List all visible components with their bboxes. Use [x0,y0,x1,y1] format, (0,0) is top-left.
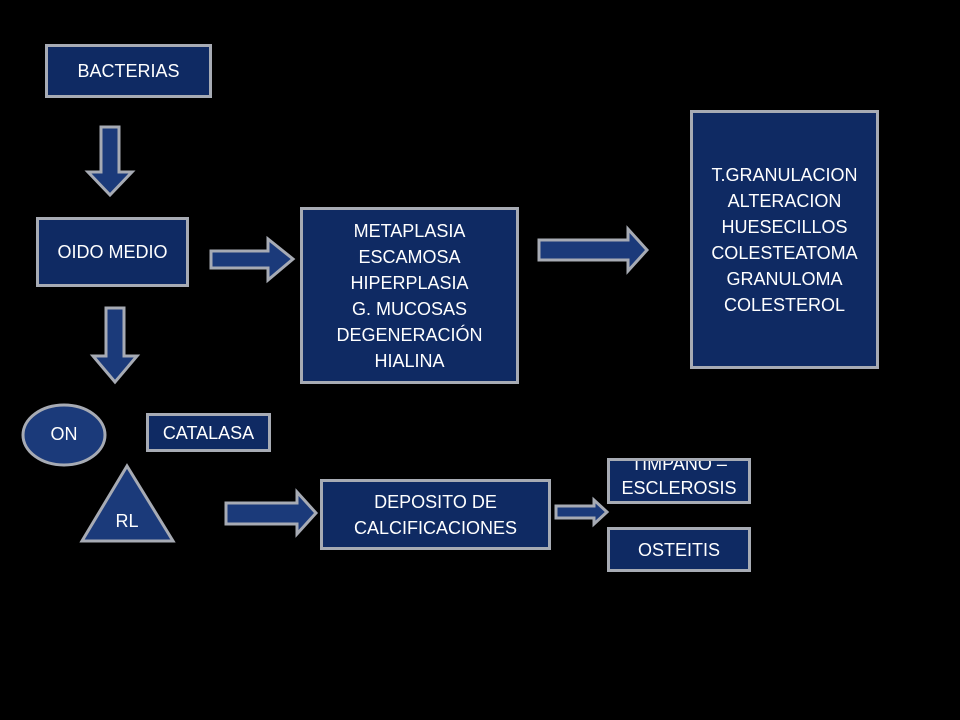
box-text: HIPERPLASIA [350,272,469,293]
box-metaplasia: METAPLASIA ESCAMOSA HIPERPLASIA G. MUCOS… [300,207,519,384]
arrow-right-rl [224,488,319,538]
rl-triangle [79,463,176,543]
arrow-down-oido [89,306,141,385]
box-text: OSTEITIS [637,539,720,560]
box-text: DEPOSITO DE [374,491,497,512]
box-text: BACTERIAS [77,61,180,81]
box-text: ESCAMOSA [358,246,461,267]
box-text: CATALASA [162,422,255,443]
box-text: COLESTEATOMA [711,242,858,263]
arrow-right-oido [209,235,296,284]
box-text: ESCLEROSIS [621,478,737,498]
on-label: ON [50,424,78,444]
arrow-down-bacterias [84,125,136,198]
box-text: OIDO MEDIO [57,242,168,262]
box-text: CALCIFICACIONES [353,517,518,538]
box-text: G. MUCOSAS [351,298,467,319]
box-granulacion: T.GRANULACION ALTERACION HUESECILLOS COL… [690,110,879,369]
box-text: HUESECILLOS [721,216,848,237]
box-deposito: DEPOSITO DE CALCIFICACIONES [320,479,551,550]
rl-label: RL [115,511,139,531]
arrow-right-deposito [554,496,610,528]
box-catalasa: CATALASA [146,413,271,452]
box-bacterias: BACTERIAS [45,44,212,98]
box-text: DEGENERACIÓN [336,324,483,345]
box-text: TIMPANO – [631,458,727,474]
arrow-right-metaplasia [537,225,650,275]
box-text: GRANULOMA [726,268,843,289]
box-text: METAPLASIA [353,220,466,241]
on-ellipse [21,403,107,467]
box-osteitis: OSTEITIS [607,527,751,572]
box-text: HIALINA [374,350,445,371]
box-text: ALTERACION [727,190,842,211]
box-oido-medio: OIDO MEDIO [36,217,189,287]
box-text: COLESTEROL [723,294,846,315]
box-timpano: TIMPANO – ESCLEROSIS [607,458,751,504]
box-text: T.GRANULACION [711,164,858,185]
